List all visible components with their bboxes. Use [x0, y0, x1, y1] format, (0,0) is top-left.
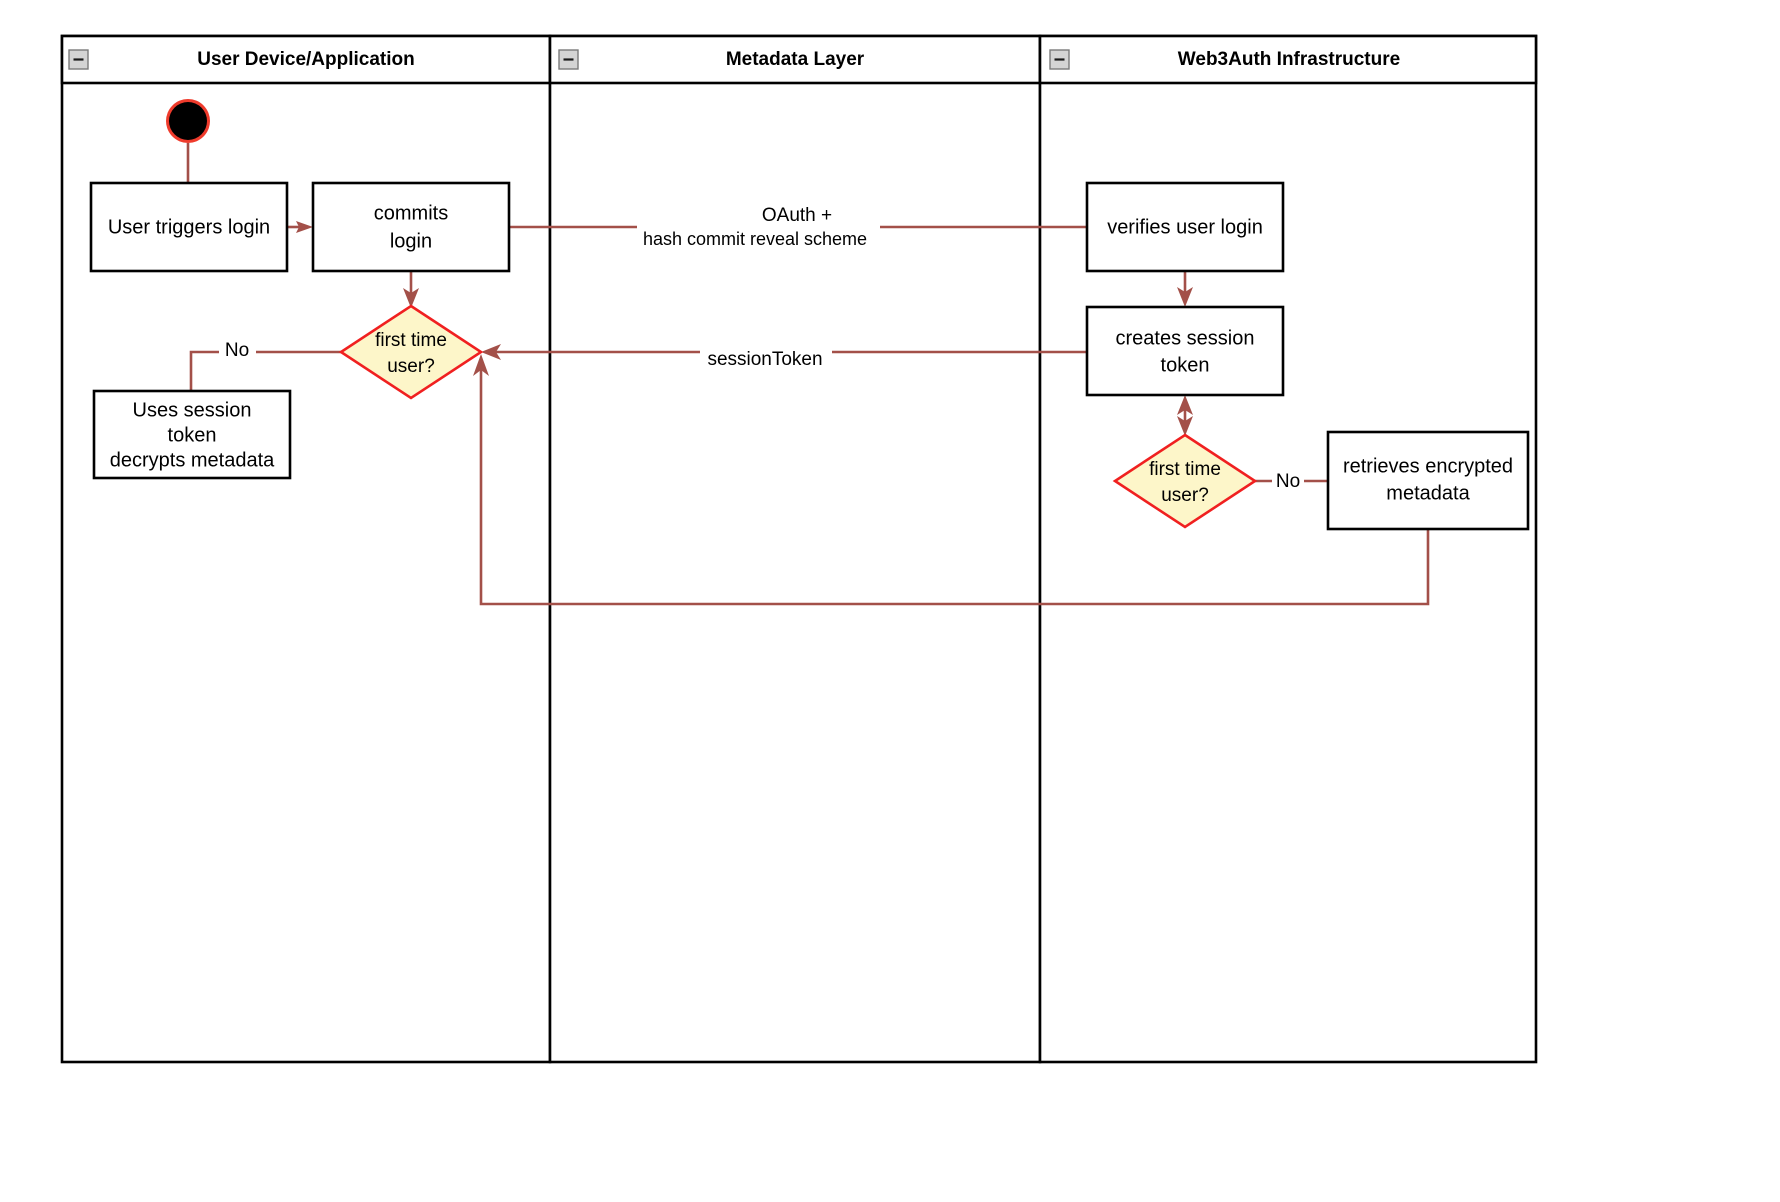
edge-first-time-user-client-no-to-uses-session-token: No [189, 340, 341, 391]
swimlane-metadata-layer-header [548, 34, 1042, 85]
swimlane-user-device-title: User Device/Application [197, 49, 415, 70]
node-creates-session-token[interactable]: creates session token [1085, 305, 1285, 397]
node-user-triggers-login[interactable]: User triggers login [89, 181, 289, 273]
start-node [166, 99, 210, 143]
edge-verifies-user-login-to-creates-session-token [1177, 271, 1193, 307]
edge-commits-login-to-verifies-user-login: OAuth + hash commit reveal scheme [509, 205, 1087, 249]
node-retrieves-encrypted-metadata[interactable]: retrieves encrypted metadata [1326, 430, 1530, 531]
swimlane-user-device-header [60, 34, 552, 85]
edge-label-no-server: No [1276, 471, 1300, 492]
node-verifies-user-login[interactable]: verifies user login [1085, 181, 1285, 273]
edge-creates-session-token-to-first-time-user-client: sessionToken [481, 344, 1087, 370]
swimlane-metadata-layer-body [548, 34, 1042, 1064]
minimize-icon[interactable] [558, 49, 579, 70]
decision-first-time-user-server-label-line1: first time [1149, 459, 1221, 480]
swimlane-web3auth-infrastructure-header [1038, 34, 1538, 85]
swimlane-metadata-layer-title: Metadata Layer [726, 49, 865, 70]
swimlane-web3auth-infrastructure-title: Web3Auth Infrastructure [1178, 49, 1400, 70]
edge-user-triggers-login-to-commits-login [287, 221, 313, 233]
edge-label-session-token: sessionToken [707, 349, 822, 370]
node-verifies-user-login-label: verifies user login [1107, 216, 1263, 238]
node-uses-session-token[interactable]: Uses session token decrypts metadata [92, 389, 292, 480]
decision-first-time-user-client[interactable]: first time user? [338, 304, 484, 400]
node-uses-session-token-label-line2: token [168, 424, 217, 446]
decision-first-time-user-client-label-line2: user? [387, 356, 435, 377]
edge-label-oauth-line1: OAuth + [762, 205, 832, 226]
node-creates-session-token-label-line2: token [1161, 354, 1210, 376]
node-uses-session-token-label-line1: Uses session [133, 399, 252, 421]
node-retrieves-encrypted-metadata-label-line2: metadata [1386, 482, 1470, 504]
edge-first-time-user-server-no-to-retrieves-encrypted-metadata: No [1255, 471, 1328, 492]
edge-retrieves-encrypted-metadata-to-first-time-user-client [473, 354, 1430, 606]
decision-first-time-user-server-label-line2: user? [1161, 485, 1209, 506]
edge-label-no-client: No [225, 340, 249, 361]
node-commits-login-label-line2: login [390, 230, 432, 252]
minimize-icon[interactable] [1049, 49, 1070, 70]
decision-first-time-user-server[interactable]: first time user? [1112, 433, 1258, 529]
minimize-icon[interactable] [68, 49, 89, 70]
node-uses-session-token-label-line3: decrypts metadata [110, 449, 275, 471]
node-commits-login-label-line1: commits [374, 202, 448, 224]
edge-commits-login-to-first-time-user-client [403, 271, 419, 308]
decision-first-time-user-client-label-line1: first time [375, 330, 447, 351]
node-retrieves-encrypted-metadata-label-line1: retrieves encrypted [1343, 455, 1513, 477]
node-user-triggers-login-label: User triggers login [108, 216, 270, 238]
node-creates-session-token-label-line1: creates session [1116, 327, 1255, 349]
swimlane-metadata-layer: Metadata Layer [548, 34, 1042, 1064]
edge-creates-session-token-to-first-time-user-server [1177, 395, 1193, 436]
node-commits-login[interactable]: commits login [311, 181, 511, 273]
edge-label-oauth-line2: hash commit reveal scheme [643, 229, 867, 249]
